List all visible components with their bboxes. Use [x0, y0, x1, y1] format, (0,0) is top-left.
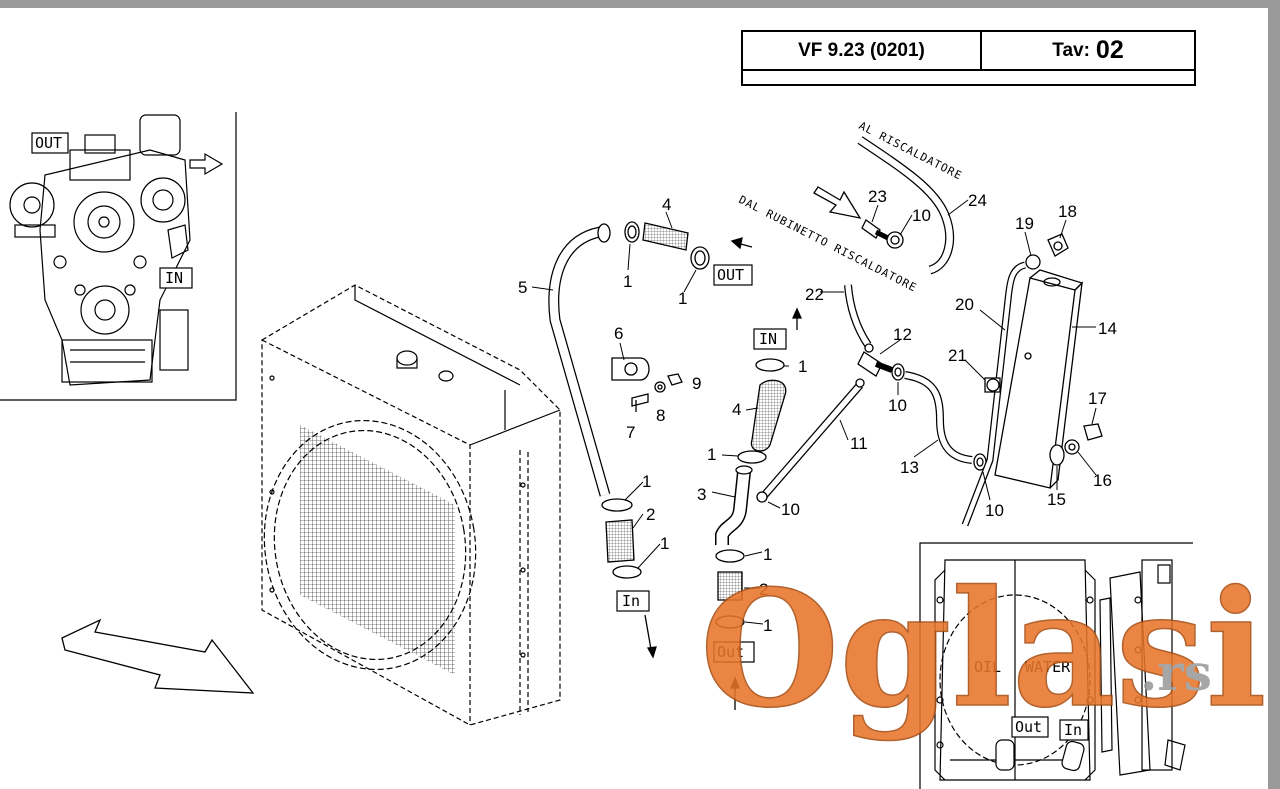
- part-label: 18: [1058, 202, 1077, 221]
- out-label-inset: OUT: [35, 134, 62, 152]
- watermark-suffix: .rs: [1140, 643, 1212, 702]
- right-frame-bar: [1268, 0, 1280, 789]
- in-box-lower: [616, 590, 650, 612]
- sheet-cell: Tav: 02: [982, 32, 1194, 69]
- part-label: 1: [660, 534, 669, 553]
- in-label-inset: IN: [165, 269, 183, 287]
- out-label-main: OUT: [717, 266, 744, 284]
- part-label: 22: [805, 285, 824, 304]
- part-label: 4: [732, 400, 741, 419]
- part-label: 8: [656, 406, 665, 425]
- out-box-inset-radiator: [1011, 716, 1049, 738]
- part-label: 3: [697, 485, 706, 504]
- in-box-inset: [159, 267, 193, 289]
- airflow-arrow: [61, 618, 255, 694]
- part-label: 1: [798, 357, 807, 376]
- part-label: 4: [662, 195, 671, 214]
- part-label: 23: [868, 187, 887, 206]
- part-label: 5: [518, 278, 527, 297]
- part-label: 1: [707, 445, 716, 464]
- part-label: 1: [678, 289, 687, 308]
- top-frame-bar: [0, 0, 1280, 8]
- in-label-inset-radiator: In: [1064, 721, 1082, 739]
- part-label: 1: [642, 472, 651, 491]
- out-label-lower: Out: [717, 643, 744, 661]
- in-box-main: [753, 328, 787, 350]
- flow-boxes: OUT IN In Out: [616, 264, 787, 663]
- in-label-lower: In: [622, 592, 640, 610]
- drawing-code: VF 9.23 (0201): [743, 32, 982, 69]
- part-label: 16: [1093, 471, 1112, 490]
- part-label: 19: [1015, 214, 1034, 233]
- out-label-inset-radiator: Out: [1015, 718, 1042, 736]
- water-label: WATER: [1025, 658, 1071, 676]
- part-label: 13: [900, 458, 919, 477]
- title-block: VF 9.23 (0201) Tav: 02: [741, 30, 1196, 86]
- title-block-row: VF 9.23 (0201) Tav: 02: [743, 32, 1194, 71]
- part-label: 7: [626, 423, 635, 442]
- part-label: 2: [646, 505, 655, 524]
- in-label-main: IN: [759, 330, 777, 348]
- part-label: 10: [888, 396, 907, 415]
- part-label: 11: [850, 434, 868, 453]
- in-box-inset-radiator: [1059, 719, 1089, 741]
- part-label: 17: [1088, 389, 1107, 408]
- part-number-labels: 4 5 1 1 6 1 9 8 7 4 1 3 10 1 2 1 1 2 1 1…: [518, 187, 1117, 635]
- radiator-assembly: [261, 284, 561, 726]
- part-label: 14: [1098, 319, 1117, 338]
- out-box-lower: [713, 641, 755, 663]
- radiator-inset: [919, 542, 1193, 789]
- part-label: 20: [955, 295, 974, 314]
- part-label: 10: [985, 501, 1004, 520]
- out-box-inset: [31, 132, 69, 154]
- part-label: 10: [912, 206, 931, 225]
- part-label: 10: [781, 500, 800, 519]
- part-label: 9: [692, 374, 701, 393]
- part-label: 21: [948, 346, 967, 365]
- engine-inset: [0, 112, 237, 401]
- part-label: 6: [614, 324, 623, 343]
- watermark: Oglasi .rs: [699, 554, 1267, 744]
- leader-lines: [531, 199, 1097, 625]
- radiator-inset-labels: OIL WATER Out In: [974, 658, 1089, 741]
- part-label: 1: [763, 545, 772, 564]
- part-label: 1: [623, 272, 632, 291]
- part-label: 12: [893, 325, 912, 344]
- watermark-brand: Oglasi: [700, 555, 1267, 743]
- part-label: 2: [759, 580, 768, 599]
- sheet-label: Tav:: [1052, 39, 1090, 61]
- part-label: 24: [968, 191, 987, 210]
- oil-label: OIL: [974, 658, 1001, 676]
- out-box-main: [713, 264, 753, 286]
- part-label: 15: [1047, 490, 1066, 509]
- part-label: 1: [763, 616, 772, 635]
- engine-inset-labels: OUT IN: [31, 132, 193, 289]
- hose-parts: [548, 136, 1103, 710]
- sheet-number: 02: [1095, 36, 1124, 64]
